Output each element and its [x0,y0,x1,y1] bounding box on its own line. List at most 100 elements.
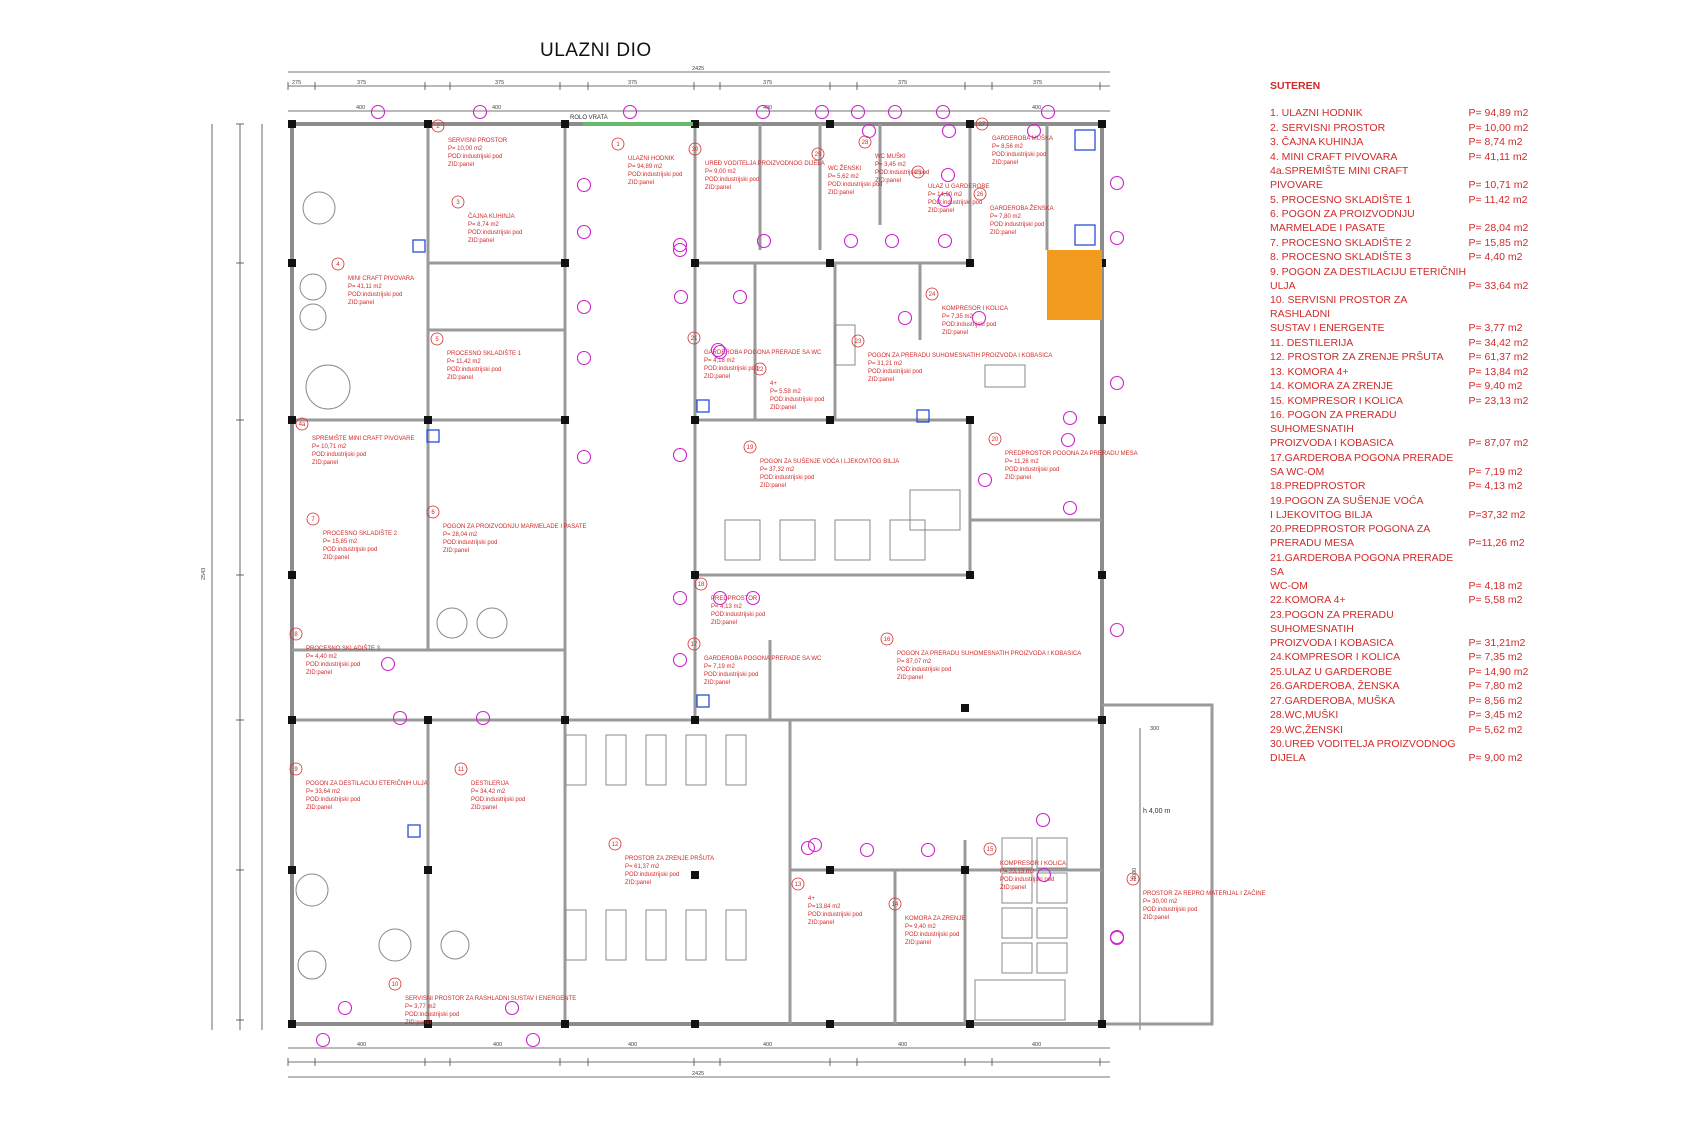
room-wall: ZID:panel [471,805,497,811]
section-marker [337,1000,353,1016]
room-number-circle [880,632,894,646]
room-area: P= 11,26 m2 [1005,459,1039,465]
room-floor: POD:industrijski pod [704,672,758,678]
equipment [295,191,1068,1021]
room-number: 23 [855,339,862,345]
legend-item-area: P= 3,45 m2 [1468,709,1523,721]
room-wall: ZID:panel [760,483,786,489]
room-area: P= 7,35 m2 [942,314,974,320]
section-marker [887,104,903,120]
room-area: P= 5,62 m2 [828,174,860,180]
columns [288,120,1106,1028]
room-name: POGON ZA DESTILACIJU ETERIČNIH ULJA [306,780,428,787]
room-floor: POD:industrijski pod [1143,907,1197,913]
room-name: UREĐ VODITELJA PROIZVODNOG DIJELA [705,161,825,167]
room-wall: ZID:panel [448,162,474,168]
legend-item-area: P= 41,11 m2 [1468,150,1528,163]
overall-height-dim: 2543 [201,568,207,580]
section-marker [745,590,761,606]
room-number-circle [306,512,320,526]
legend-item: 23.POGON ZA PRERADU SUHOMESNATIH PROIZVO… [1270,608,1530,650]
overall-width-dim: 2425 [692,66,704,72]
section-marker [941,123,957,139]
room-floor: POD:industrijski pod [1005,467,1059,473]
legend-item-name: 8. PROCESNO SKLADIŠTE 3 [1270,251,1412,263]
room-name: KOMPRESOR I KOLICA [942,306,1008,312]
legend-item-area: P= 9,00 m2 [1468,752,1523,764]
room-name: PROCESNO SKLADIŠTE 1 [447,350,522,357]
legend-item-name: 3. ČAJNA KUHINJA [1270,136,1364,148]
section-marker [1040,104,1056,120]
room-number: 15 [987,847,994,853]
section-marker [392,710,408,726]
room-number: 19 [747,445,754,451]
section-marker [576,449,592,465]
legend-item-area: P= 10,00 m2 [1468,121,1529,134]
room-number-circle [431,119,445,133]
room-number-circle [1126,872,1140,886]
legend-item-name: 2. SERVISNI PROSTOR [1270,121,1386,134]
room-name: POGON ZA PRERADU SUHOMESNATIH PROIZVODA … [897,651,1081,657]
room-area: P= 15,85 m2 [323,539,358,545]
section-marker [576,299,592,315]
legend-item-area: P= 8,56 m2 [1468,694,1523,707]
legend-item-name: 26.GARDEROBA, ŽENSKA [1270,680,1400,692]
legend-item: 16. POGON ZA PRERADU SUHOMESNATIH PROIZV… [1270,408,1530,450]
section-marker [576,177,592,193]
legend-item-area: P= 3,77 m2 [1468,322,1523,334]
room-number-circle [851,334,865,348]
room-wall: ZID:panel [443,548,469,554]
section-marker [710,342,726,358]
section-marker [1109,375,1125,391]
room-number: 13 [795,882,802,888]
room-number-circle [611,137,625,151]
room-floor: POD:industrijski pod [808,912,862,918]
room-number: 18 [698,582,705,588]
legend-item-name: 21.GARDEROBA POGONA PRERADE SA WC-OM [1270,551,1454,592]
room-area: P=13,84 m2 [808,904,841,910]
room-name: POGON ZA PRERADU SUHOMESNATIH PROIZVODA … [868,353,1052,359]
rolling-door-label: ROLO VRATA [570,115,608,121]
room-floor: POD:industrijski pod [443,540,497,546]
room-number: 16 [884,637,891,643]
section-marker [1109,230,1125,246]
section-marker [800,840,816,856]
room-floor: POD:industrijski pod [928,200,982,206]
dim-300: 300 [1150,726,1159,732]
room-wall: ZID:panel [770,405,796,411]
legend-item-area: P= 10,71 m2 [1468,179,1529,191]
legend-heading: SUTEREN [1270,80,1321,92]
section-marker [920,842,936,858]
legend-item-name: 22.KOMORA 4+ [1270,594,1346,606]
section-marker [380,656,396,672]
section-marker [1062,500,1078,516]
room-number: 8 [294,632,298,638]
room-number-circle [988,432,1002,446]
section-marker [756,233,772,249]
room-name: PREDPROSTOR POGONA ZA PRERADU MESA [1005,451,1138,457]
legend-item-area: P= 23,13 m2 [1468,394,1529,407]
legend-item-name: 23.POGON ZA PRERADU SUHOMESNATIH PROIZVO… [1270,608,1394,649]
room-name: KOMPRESOR I KOLICA [1000,861,1066,867]
dim-375-d: 375 [763,80,772,86]
legend-item-name: 10. SERVISNI PROSTOR ZA RASHLADNI SUSTAV… [1270,294,1407,334]
section-markers [315,104,1125,1048]
room-name: MINI CRAFT PIVOVARA [348,276,414,282]
dim-400-e: 400 [357,1042,366,1048]
legend-item: 10. SERVISNI PROSTOR ZA RASHLADNI SUSTAV… [1270,293,1530,335]
room-number-circle [811,147,825,161]
